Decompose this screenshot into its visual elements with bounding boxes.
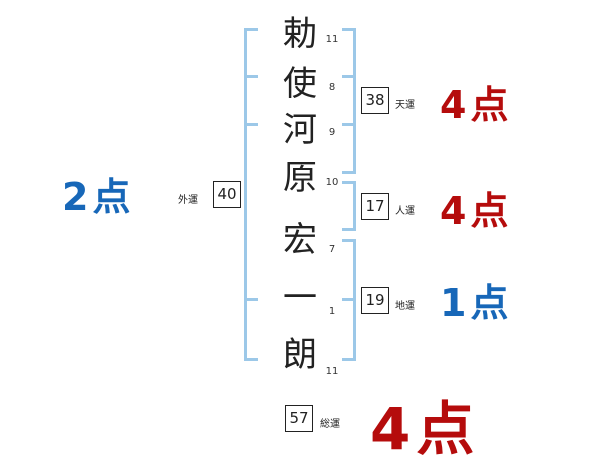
tenun-label: 天運 bbox=[395, 100, 415, 111]
name-char: 原 bbox=[283, 158, 317, 198]
gaiun-value: 40 bbox=[213, 181, 241, 208]
stroke-count: 11 bbox=[325, 34, 339, 45]
stroke-count: 1 bbox=[328, 306, 336, 317]
jinun-score: 4点 bbox=[440, 189, 513, 233]
chiun-label: 地運 bbox=[395, 301, 415, 312]
name-char: 一 bbox=[283, 278, 317, 318]
jinun-value: 17 bbox=[361, 193, 389, 220]
tenun-value: 38 bbox=[361, 87, 389, 114]
chiun-value: 19 bbox=[361, 287, 389, 314]
name-char: 朗 bbox=[283, 335, 317, 375]
stroke-count: 7 bbox=[328, 244, 336, 255]
stroke-count: 11 bbox=[325, 366, 339, 377]
name-char: 宏 bbox=[283, 220, 317, 260]
stroke-count: 10 bbox=[325, 177, 339, 188]
name-char: 河 bbox=[283, 110, 317, 150]
gaiun-label: 外運 bbox=[178, 195, 198, 206]
stroke-count: 9 bbox=[328, 127, 336, 138]
stroke-count: 8 bbox=[328, 82, 336, 93]
gaiun-score: 2点 bbox=[62, 175, 135, 219]
soun-score: 4点 bbox=[370, 395, 481, 463]
name-char: 勅 bbox=[283, 14, 317, 54]
soun-label: 総運 bbox=[320, 419, 340, 430]
jinun-label: 人運 bbox=[395, 206, 415, 217]
soun-value: 57 bbox=[285, 405, 313, 432]
chiun-score: 1点 bbox=[440, 281, 513, 325]
tenun-score: 4点 bbox=[440, 83, 513, 127]
name-char: 使 bbox=[283, 64, 317, 104]
